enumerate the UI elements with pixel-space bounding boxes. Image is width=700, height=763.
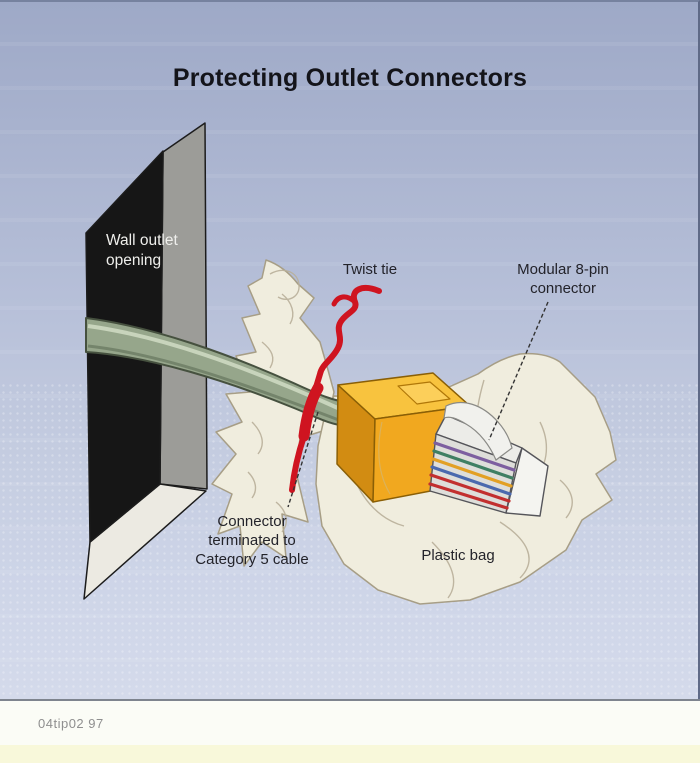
figure-title: Protecting Outlet Connectors [172, 64, 528, 92]
connector-wire-stripes [428, 441, 516, 510]
leader-line-modular [488, 301, 549, 441]
diagram-artwork [83, 122, 617, 605]
plastic-bag-label: Plastic bag [421, 547, 495, 564]
wall-side-face [159, 122, 208, 490]
twist-tie-ribbon [289, 285, 382, 493]
boot-top-detail [397, 381, 451, 405]
illustration-area: Protecting Outlet Connectors Wall outlet… [0, 0, 700, 699]
modular-connector-label: Modular 8-pin connector [517, 261, 609, 298]
figure-caption: 04tip02 97 [38, 715, 104, 731]
connector-latch [443, 401, 513, 461]
wall-outlet-opening-label: Wall outlet opening [106, 232, 178, 269]
connector-tip-face [505, 447, 549, 517]
bag-fold-over-boot [378, 421, 391, 495]
connector-terminated-label: Connector terminated to Category 5 cable [195, 513, 309, 569]
bottom-divider [0, 699, 700, 701]
caption-strip: 04tip02 97 [0, 701, 700, 745]
cable-highlight [87, 324, 341, 411]
twist-tie-label: Twist tie [342, 261, 398, 278]
footer-strip [0, 745, 700, 763]
leader-line-terminated [287, 411, 319, 508]
